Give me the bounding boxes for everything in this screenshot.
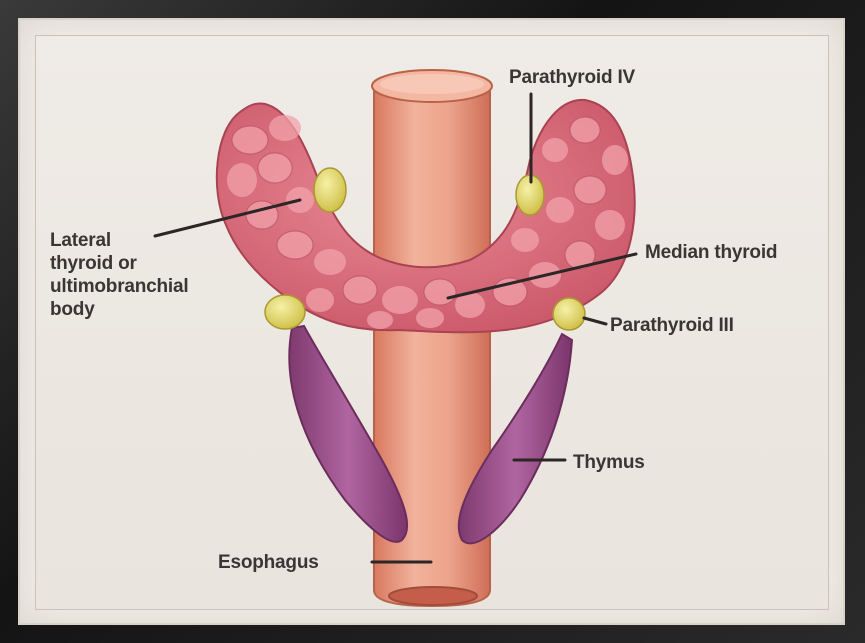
parathyroid-iv-left	[314, 168, 346, 212]
label-parathyroid-iii: Parathyroid III	[610, 314, 734, 337]
leader-parathyroid-iii	[584, 318, 606, 324]
label-thymus: Thymus	[573, 451, 645, 474]
label-parathyroid-iv: Parathyroid IV	[509, 66, 635, 89]
label-median-thyroid: Median thyroid	[645, 241, 777, 264]
label-lateral-thyroid-line-3: ultimobranchial	[50, 275, 188, 298]
parathyroid-iii-left	[265, 295, 305, 329]
label-esophagus: Esophagus	[218, 551, 319, 574]
label-lateral-thyroid: Lateral thyroid or ultimobranchial body	[50, 229, 188, 321]
label-lateral-thyroid-line-4: body	[50, 298, 188, 321]
parathyroid-iii-right	[553, 298, 585, 330]
label-lateral-thyroid-line-1: Lateral	[50, 229, 188, 252]
label-lateral-thyroid-line-2: thyroid or	[50, 252, 188, 275]
